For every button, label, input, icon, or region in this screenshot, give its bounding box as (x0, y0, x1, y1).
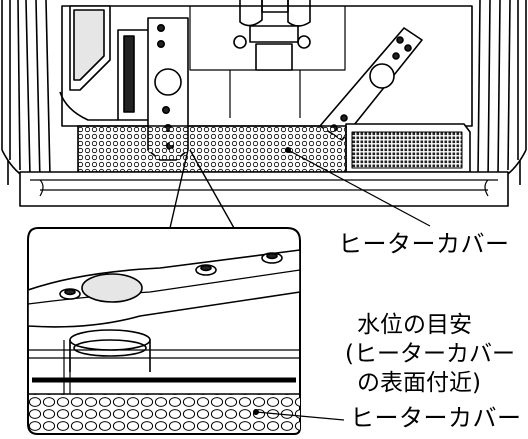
dishwasher-interior (1, 0, 527, 227)
zoom-guide-lines (169, 149, 235, 229)
water-level-label-line1: 水位の目安 (357, 312, 472, 338)
water-level-label-line2: (ヒーターカバー (345, 341, 515, 367)
left-door-frame (1, 0, 51, 200)
leader-line-upper (287, 149, 431, 227)
filter-mesh (351, 131, 463, 169)
lower-heater-cover (28, 394, 300, 434)
heater-cover-label-bottom: ヒーターカバー (350, 404, 522, 432)
leader-line-lower (255, 411, 345, 421)
water-level-label-line3: の表面付近) (357, 370, 481, 396)
zoom-inset (27, 227, 345, 435)
heater-cover-label-top: ヒーターカバー (338, 230, 510, 258)
right-door-frame (477, 0, 527, 200)
top-latch-bracket (233, 0, 311, 71)
right-spray-arm (319, 27, 423, 141)
upper-heater-cover (77, 125, 347, 173)
